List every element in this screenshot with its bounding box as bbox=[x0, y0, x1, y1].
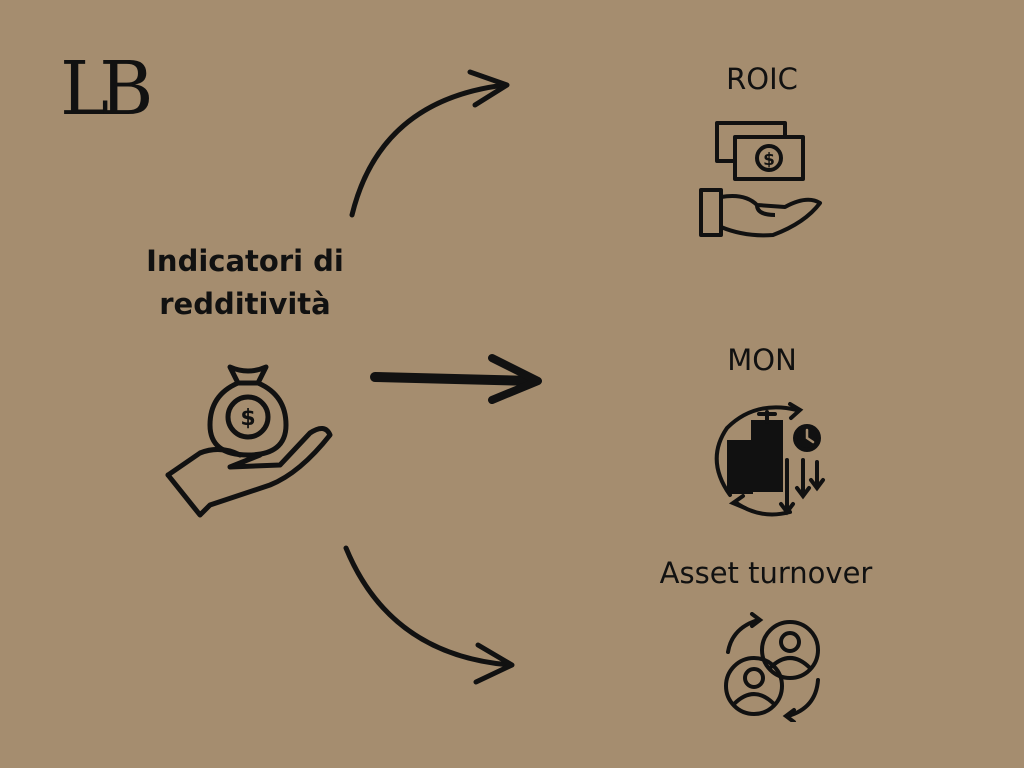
arrow-to-roic bbox=[349, 82, 508, 218]
arrow-to-mon bbox=[370, 372, 540, 386]
building-cycle-icon bbox=[714, 402, 825, 517]
svg-text:$: $ bbox=[763, 150, 775, 170]
arrow-to-asset-turnover bbox=[343, 545, 513, 668]
main-title-line1: Indicatori di bbox=[146, 244, 344, 278]
main-title-line2: redditività bbox=[159, 287, 331, 321]
cash-hand-icon: $ bbox=[699, 121, 822, 238]
money-bag-hand-icon: $ bbox=[165, 364, 333, 518]
main-title: Indicatori di redditività bbox=[120, 240, 370, 326]
people-cycle-icon bbox=[724, 612, 820, 722]
target-label-mon: MON bbox=[727, 343, 797, 377]
svg-text:$: $ bbox=[240, 406, 255, 431]
target-label-roic: ROIC bbox=[726, 62, 798, 96]
target-label-asset-turnover: Asset turnover bbox=[659, 556, 873, 590]
logo: LB bbox=[60, 46, 153, 132]
